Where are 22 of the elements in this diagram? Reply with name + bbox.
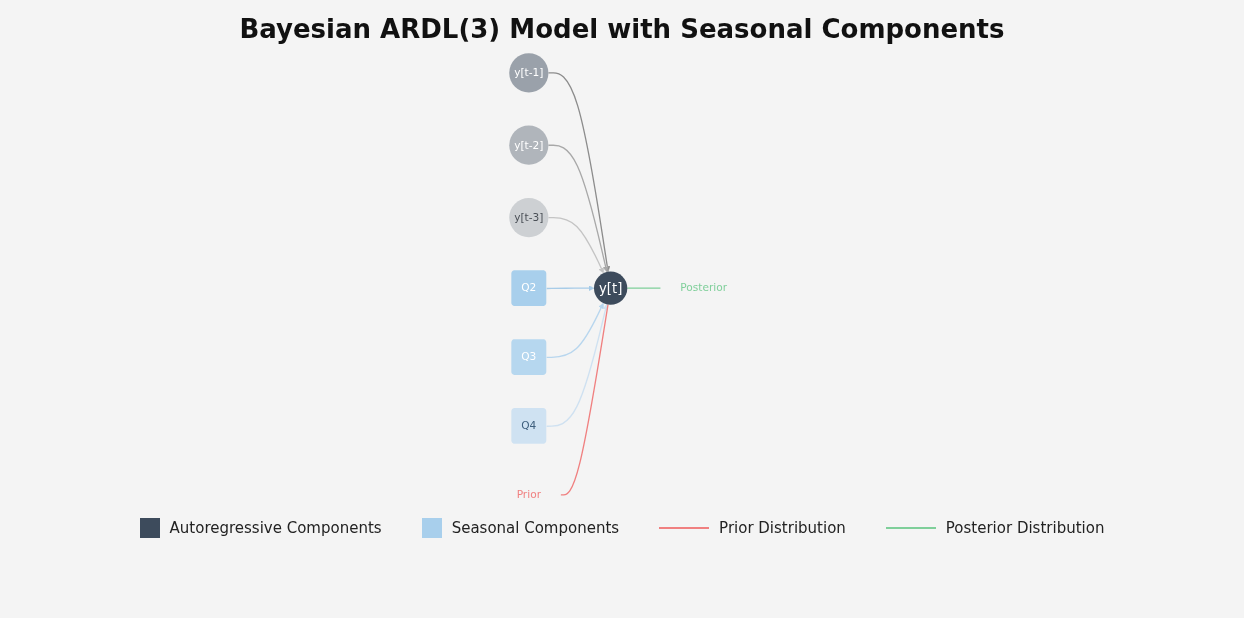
node-text: Prior (516, 488, 542, 501)
node-circle: y[t-2] (509, 125, 549, 165)
arrow (547, 144, 609, 273)
node-box: Q2 (511, 270, 547, 307)
connector (626, 287, 662, 289)
connector (560, 303, 609, 496)
legend-label: Prior Distribution (719, 519, 846, 537)
legend-label: Seasonal Components (451, 519, 620, 537)
node-box: Q4 (511, 408, 547, 444)
arrow (547, 72, 611, 272)
arrow (546, 285, 595, 292)
node-circle: y[t-3] (509, 197, 549, 238)
node-box: Q3 (511, 339, 547, 375)
diagram-title: Bayesian ARDL(3) Model with Seasonal Components (238, 14, 1006, 44)
arrow (546, 302, 604, 359)
legend-label: Posterior Distribution (945, 519, 1105, 537)
node-circle: y[t] (594, 271, 628, 305)
node-text: Posterior (680, 281, 728, 295)
node-circle: y[t-1] (509, 53, 549, 93)
arrow (547, 216, 605, 274)
arrow (546, 304, 609, 427)
legend-label: Autoregressive Components (169, 519, 382, 537)
